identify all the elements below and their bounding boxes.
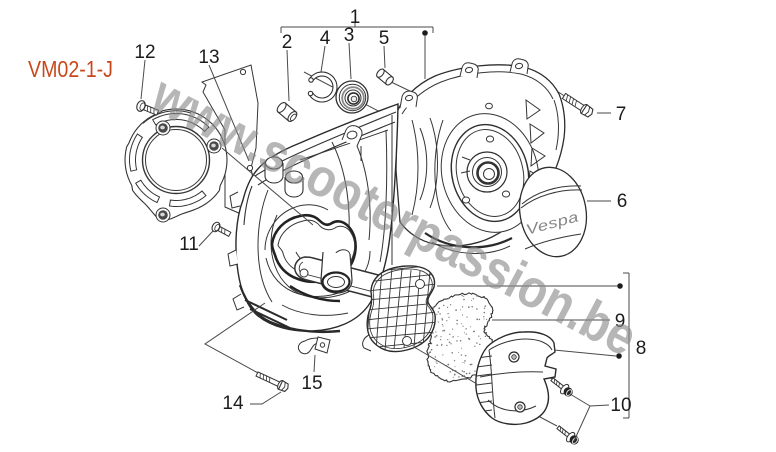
svg-text:13: 13 [198,47,219,68]
svg-text:6: 6 [617,191,628,212]
svg-text:12: 12 [134,42,155,63]
svg-text:9: 9 [615,311,626,332]
svg-text:14: 14 [222,393,244,414]
svg-text:10: 10 [610,395,631,416]
svg-text:15: 15 [301,373,322,394]
svg-text:5: 5 [379,28,390,49]
svg-text:2: 2 [282,32,293,53]
svg-text:VM02-1-J: VM02-1-J [28,56,113,82]
svg-text:4: 4 [320,28,331,49]
svg-text:1: 1 [350,7,361,28]
svg-text:3: 3 [344,25,355,46]
svg-text:7: 7 [616,104,627,125]
svg-text:11: 11 [179,234,199,255]
svg-text:8: 8 [636,338,647,359]
